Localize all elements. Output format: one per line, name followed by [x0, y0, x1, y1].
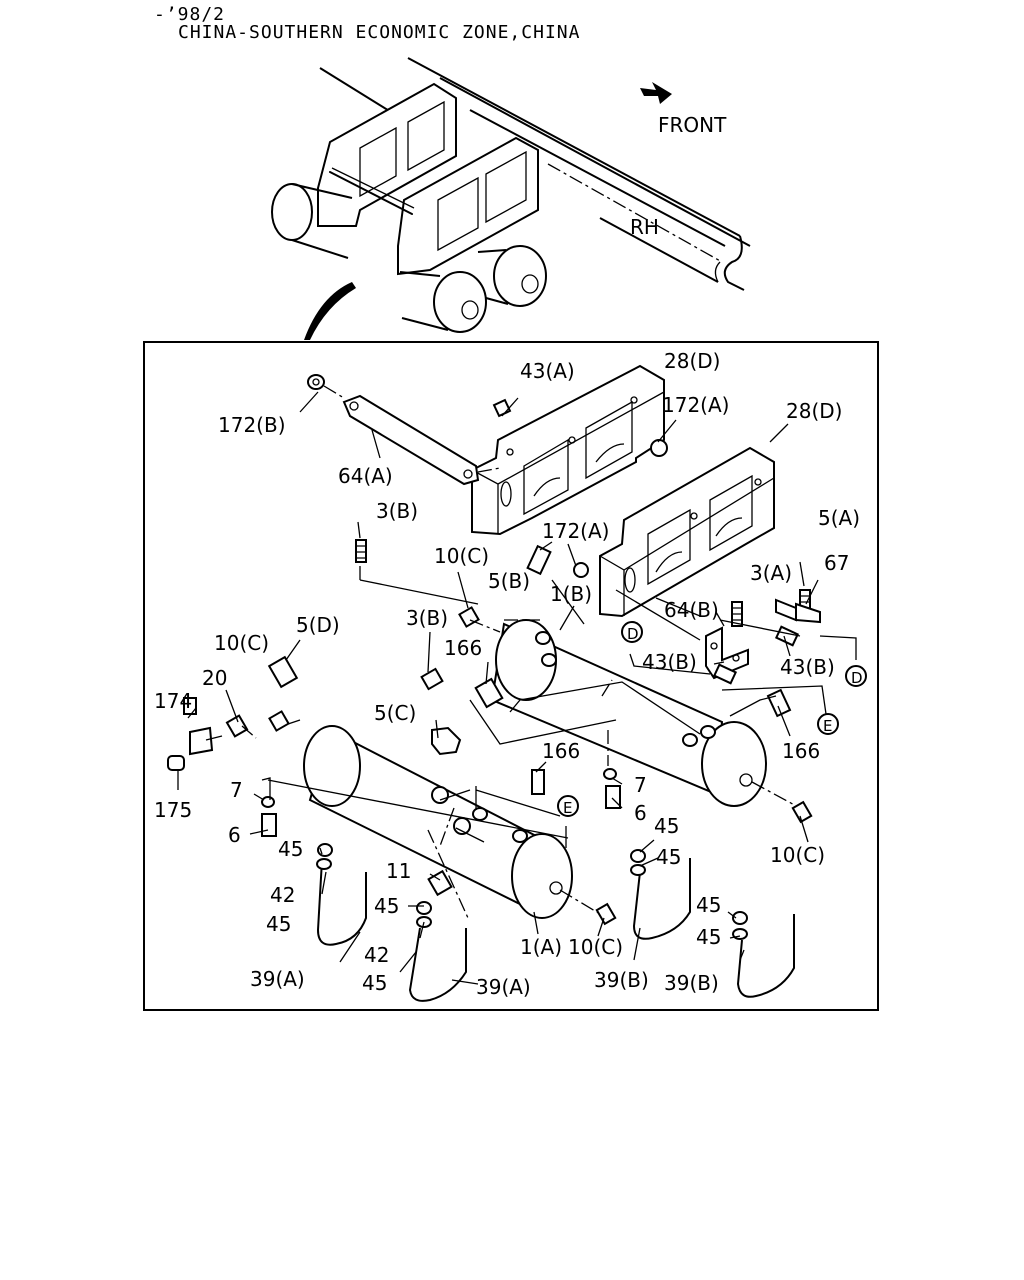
callout-label: 10(C) [770, 843, 825, 867]
leader-lines [177, 391, 857, 985]
callout-label: 39(B) [664, 971, 719, 995]
callout-label: 67 [824, 551, 849, 575]
detail-frame [143, 341, 879, 1011]
callout-label: 28(D) [786, 399, 842, 423]
callout-label: 5(C) [374, 701, 416, 725]
part-callouts: 43(A) 28(D) 172(B) 172(A) 28(D) 64(A) 3(… [154, 349, 860, 999]
callout-label: 3(B) [376, 499, 418, 523]
rh-side-label: RH [630, 215, 659, 239]
callout-label: 45 [278, 837, 303, 861]
callout-label: 5(B) [488, 569, 530, 593]
model-year-label: -’98/2 [154, 4, 226, 25]
callout-label: 42 [364, 943, 389, 967]
callout-label: 45 [374, 894, 399, 918]
callout-label: 42 [270, 883, 295, 907]
callout-label: 43(B) [642, 650, 697, 674]
callout-label: 172(A) [542, 519, 609, 543]
callout-label: 39(B) [594, 968, 649, 992]
front-direction-label: FRONT [658, 113, 727, 137]
callout-label: 6 [228, 823, 241, 847]
connector-label-d-left: D [627, 625, 639, 643]
connector-label-e-left: E [563, 799, 572, 817]
callout-label: 172(A) [662, 393, 729, 417]
callout-label: 3(B) [406, 606, 448, 630]
callout-label: 39(A) [476, 975, 531, 999]
callout-label: 45 [266, 912, 291, 936]
callout-label: 64(A) [338, 464, 393, 488]
callout-label: 10(C) [568, 935, 623, 959]
callout-label: 10(C) [214, 631, 269, 655]
air-tank-1a [303, 725, 601, 919]
connector-label-e-right: E [823, 717, 832, 735]
callout-label: 45 [696, 925, 721, 949]
connector-markers [557, 621, 867, 817]
callout-label: 43(A) [520, 359, 575, 383]
front-arrow-icon [640, 82, 672, 104]
callout-label: 45 [656, 845, 681, 869]
callout-label: 172(B) [218, 413, 286, 437]
callout-label: 1(B) [550, 582, 592, 606]
callout-label: 7 [634, 773, 647, 797]
callout-label: 11 [386, 859, 411, 883]
connector-label-d-right: D [851, 669, 863, 687]
strap-64a [307, 374, 501, 486]
region-label: CHINA-SOUTHERN ECONOMIC ZONE,CHINA [178, 22, 581, 43]
callout-label: 28(D) [664, 349, 720, 373]
callout-label: 166 [782, 739, 820, 763]
callout-label: 166 [444, 636, 482, 660]
callout-label: 45 [654, 814, 679, 838]
callout-label: 20 [202, 666, 227, 690]
callout-label: 6 [634, 801, 647, 825]
bracket-28d-lower [599, 446, 775, 618]
callout-label: 3(A) [750, 561, 792, 585]
chassis-overview: FRONT RH [271, 57, 751, 340]
callout-label: 166 [542, 739, 580, 763]
callout-label: 5(D) [296, 613, 340, 637]
callout-label: 1(A) [520, 935, 562, 959]
callout-label: 45 [362, 971, 387, 995]
callout-label: 5(A) [818, 506, 860, 530]
callout-label: 45 [696, 893, 721, 917]
callout-label: 7 [230, 778, 243, 802]
callout-label: 39(A) [250, 967, 305, 991]
bracket-28d-upper [471, 364, 665, 536]
callout-label: 174 [154, 689, 192, 713]
callout-label: 64(B) [664, 598, 719, 622]
callout-label: 43(B) [780, 655, 835, 679]
callout-label: 175 [154, 798, 192, 822]
callout-label: 10(C) [434, 544, 489, 568]
